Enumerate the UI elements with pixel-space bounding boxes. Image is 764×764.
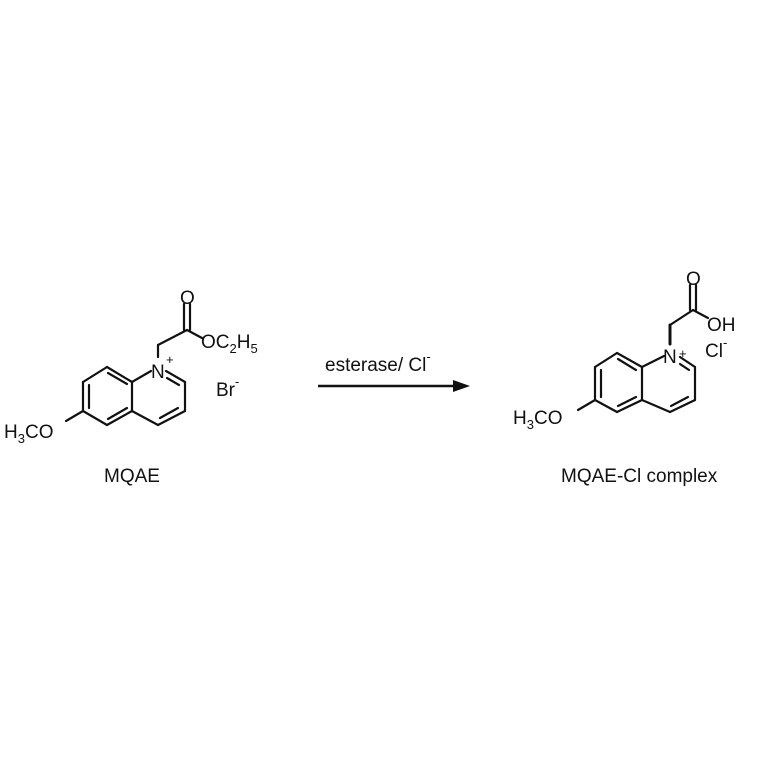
hydroxyl-label: OH <box>707 315 736 336</box>
positive-charge: + <box>679 346 687 361</box>
nitrogen-label: N <box>663 347 677 368</box>
bromide-counterion: Br- <box>216 374 239 401</box>
mqae-cl-structure: N + O OH Cl- H3CO <box>513 269 736 432</box>
methoxy-label: H3CO <box>4 422 53 446</box>
reaction-conditions: esterase/ Cl- <box>325 349 431 376</box>
product-name: MQAE-Cl complex <box>561 466 718 487</box>
ethoxy-label: OC2H5 <box>201 332 258 356</box>
right-arrow-icon <box>453 380 470 392</box>
chloride-counterion: Cl- <box>705 335 727 362</box>
reactant-name: MQAE <box>104 466 160 487</box>
nitrogen-label: N <box>151 362 165 383</box>
reaction-arrow: esterase/ Cl- <box>318 349 470 392</box>
mqae-structure: N + O OC2H5 Br- H3CO <box>4 288 258 446</box>
methoxy-label: H3CO <box>513 408 562 432</box>
positive-charge: + <box>166 352 174 367</box>
carbonyl-oxygen-label: O <box>180 288 195 309</box>
carbonyl-oxygen-label: O <box>686 269 701 290</box>
